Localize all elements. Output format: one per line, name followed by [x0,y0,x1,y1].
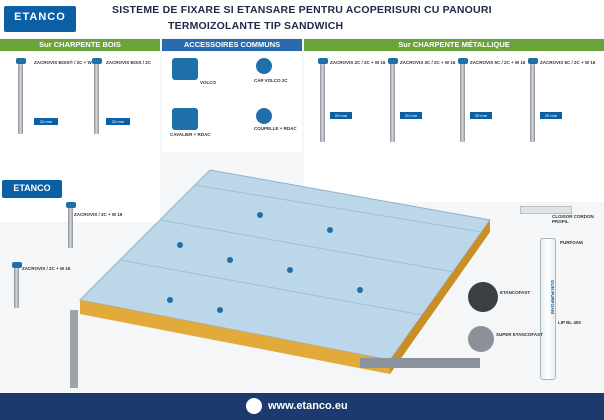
screw-icon [320,64,325,142]
product-label: ZACROVIS 5C / 2C + W 16 [470,60,526,65]
spec-badge: 20 mm [34,118,58,125]
insulation-side [390,220,490,374]
tape-roll-icon [468,326,494,352]
brand-name: ETANCO [14,11,66,23]
product-label: VOLCO [200,80,217,85]
screw-icon [530,64,535,142]
screw-icon [18,64,23,134]
section-bar-communs: ACCESSOIRES COMMUNS [162,39,302,51]
spec-badge: 20 mm [330,112,352,119]
footer [0,393,604,420]
coupelle-icon [256,108,272,124]
screw-head-icon [92,58,102,64]
product-label: CLOISOR CORDON PROFIL [552,214,594,224]
section-bar-metallique: Sur CHARPENTE MÉTALLIQUE [304,39,604,51]
roof-panel [78,169,491,361]
cordon-icon [520,206,572,214]
volco-icon [172,58,198,80]
screw-icon [390,64,395,142]
product-label: ETANCOFAST [500,290,531,295]
product-label: ZACROVIS BOIS® / 2C + W 16 [34,60,98,65]
tape-roll-icon [468,282,498,312]
website-link[interactable]: www.etanco.eu [268,400,348,412]
brand-logo [4,6,76,32]
page-title-line1: SISTEME DE FIXARE SI ETANSARE PENTRU ACO… [112,4,492,16]
fixing-points [167,212,363,313]
screw-head-icon [12,262,22,268]
screw-head-icon [16,58,26,64]
etanco-emblem-icon [246,398,262,414]
spec-badge: 20 mm [400,112,422,119]
foam-label: GUN PURFOAM [550,280,555,314]
screw-icon [14,268,19,308]
roof-illustration [70,169,491,388]
header [0,0,604,38]
screw-head-icon [528,58,538,64]
screw-head-icon [66,202,76,208]
product-label: ZACROVIS / 2C + W 16 [74,212,123,217]
product-label: ZACROVIS 3C / 2C + W 16 [400,60,456,65]
screw-icon [68,208,73,248]
cavalier-icon [172,108,198,130]
product-label: ZACROVIS 2C / 2C + W 16 [330,60,386,65]
product-label: ZACROVIS 6C / 2C + W 16 [540,60,596,65]
product-label: PURFOAM [560,240,583,245]
brand-logo [2,180,62,198]
spec-badge: 20 mm [470,112,492,119]
panel-metallique [304,52,604,202]
support-post [70,310,78,388]
foam-can-icon [540,238,556,380]
purlin-beam [360,358,480,368]
page-title-line2: TERMOIZOLANTE TIP SANDWICH [168,20,344,32]
product-label: SUPER ETANCOFAST [496,332,543,337]
product-label: LIP BL 400 [558,320,581,325]
brand-name: ETANCO [13,183,51,193]
product-label: CAVALIER + RDAC [170,132,211,137]
screw-head-icon [458,58,468,64]
product-label: ZACROVIS BOIS / 2C [106,60,152,65]
spec-badge: 20 mm [106,118,130,125]
screw-head-icon [388,58,398,64]
screw-icon [94,64,99,134]
screw-head-icon [318,58,328,64]
product-label: COUPELLE + RDAC [254,126,297,131]
cap-icon [256,58,272,74]
section-bar-bois: Sur CHARPENTE BOIS [0,39,160,51]
insulation-edge [80,300,390,374]
spec-badge: 20 mm [540,112,562,119]
product-label: CAP VOLCO 2C [254,78,288,83]
product-label: ZACROVIS / 2C + W 16 [22,266,71,271]
screw-icon [460,64,465,142]
